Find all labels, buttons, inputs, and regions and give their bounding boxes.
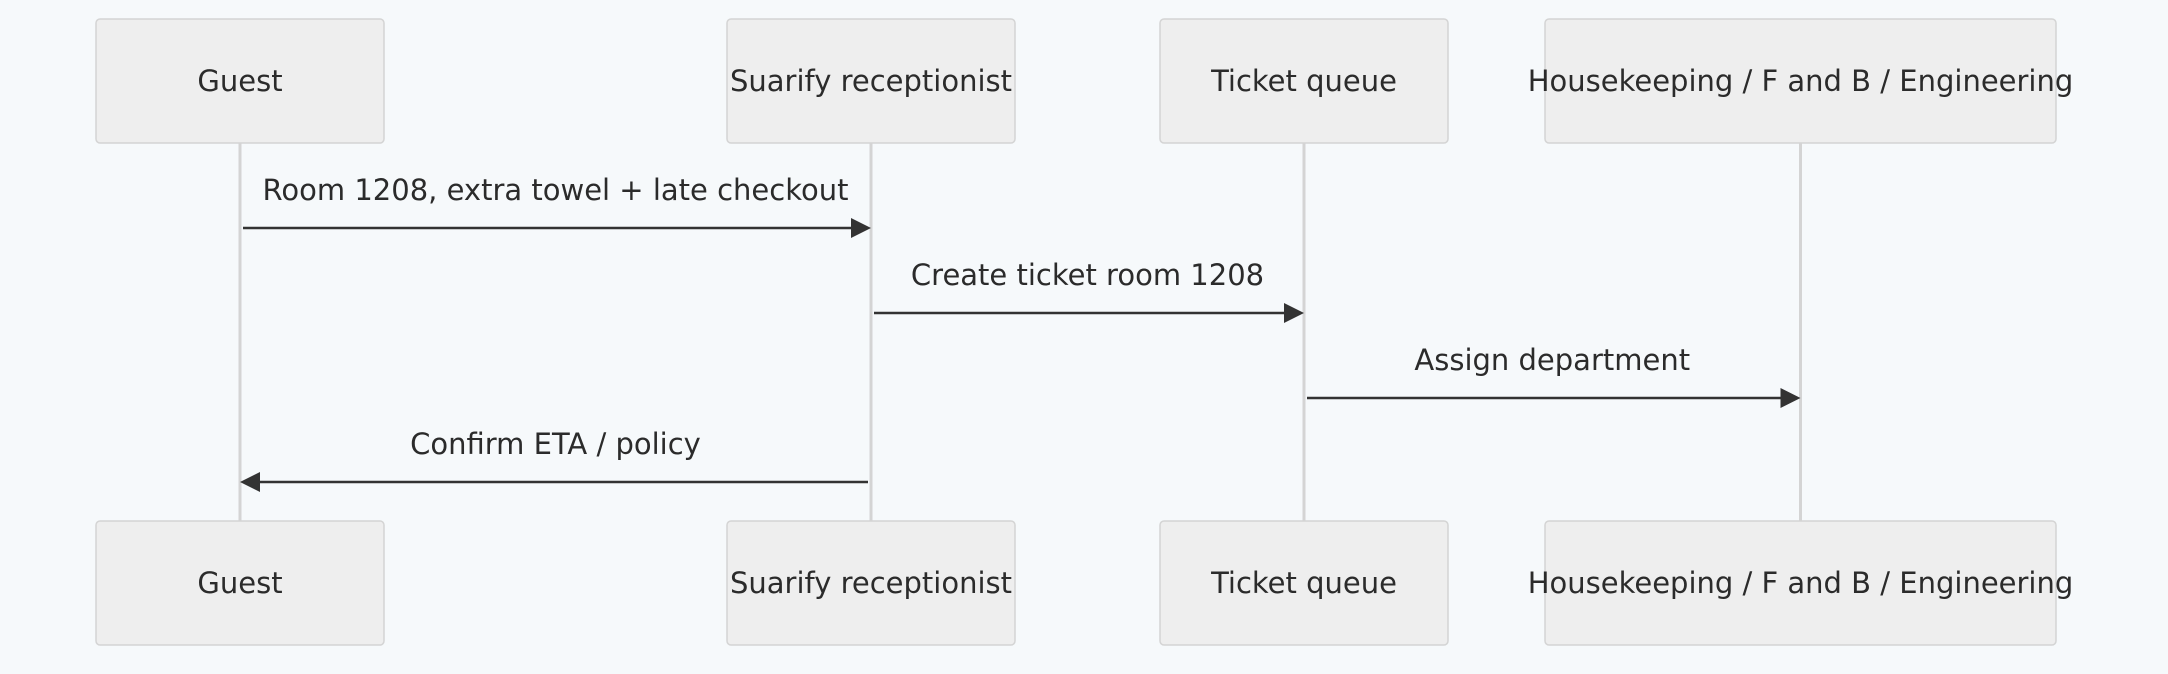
participant-box xyxy=(726,18,1016,144)
participant-box xyxy=(1544,18,2057,144)
arrowhead-icon xyxy=(851,218,871,238)
participant-queue-top[interactable]: Ticket queue xyxy=(1159,18,1449,144)
message-label: Create ticket room 1208 xyxy=(911,258,1264,292)
participant-label: Housekeeping / F and B / Engineering xyxy=(1528,64,2074,98)
message-1: Room 1208, extra towel + late checkout xyxy=(243,173,871,238)
participant-label: Guest xyxy=(197,64,282,98)
message-2: Create ticket room 1208 xyxy=(874,258,1304,323)
participant-guest-bottom[interactable]: Guest xyxy=(95,520,385,646)
participant-queue-bottom[interactable]: Ticket queue xyxy=(1159,520,1449,646)
participant-label: Ticket queue xyxy=(1210,64,1397,98)
participant-departments-bottom[interactable]: Housekeeping / F and B / Engineering xyxy=(1528,520,2074,646)
message-label: Assign department xyxy=(1414,343,1690,377)
participant-guest-top[interactable]: Guest xyxy=(95,18,385,144)
participant-receptionist-bottom[interactable]: Suarify receptionist xyxy=(726,520,1016,646)
participant-label: Suarify receptionist xyxy=(730,64,1012,98)
arrowhead-icon xyxy=(240,472,260,492)
participant-label: Ticket queue xyxy=(1210,566,1397,600)
participant-departments-top[interactable]: Housekeeping / F and B / Engineering xyxy=(1528,18,2074,144)
participant-receptionist-top[interactable]: Suarify receptionist xyxy=(726,18,1016,144)
message-label: Room 1208, extra towel + late checkout xyxy=(263,173,849,207)
participant-box xyxy=(95,520,385,646)
participant-box xyxy=(726,520,1016,646)
arrowhead-icon xyxy=(1780,388,1801,408)
participant-box xyxy=(1159,520,1449,646)
participant-label: Housekeeping / F and B / Engineering xyxy=(1528,566,2074,600)
participant-box xyxy=(1544,520,2057,646)
participant-box xyxy=(95,18,385,144)
message-4: Confirm ETA / policy xyxy=(240,427,868,492)
arrowhead-icon xyxy=(1284,303,1304,323)
participant-label: Suarify receptionist xyxy=(730,566,1012,600)
participant-label: Guest xyxy=(197,566,282,600)
message-3: Assign department xyxy=(1307,343,1801,408)
message-label: Confirm ETA / policy xyxy=(410,427,701,461)
participant-box xyxy=(1159,18,1449,144)
